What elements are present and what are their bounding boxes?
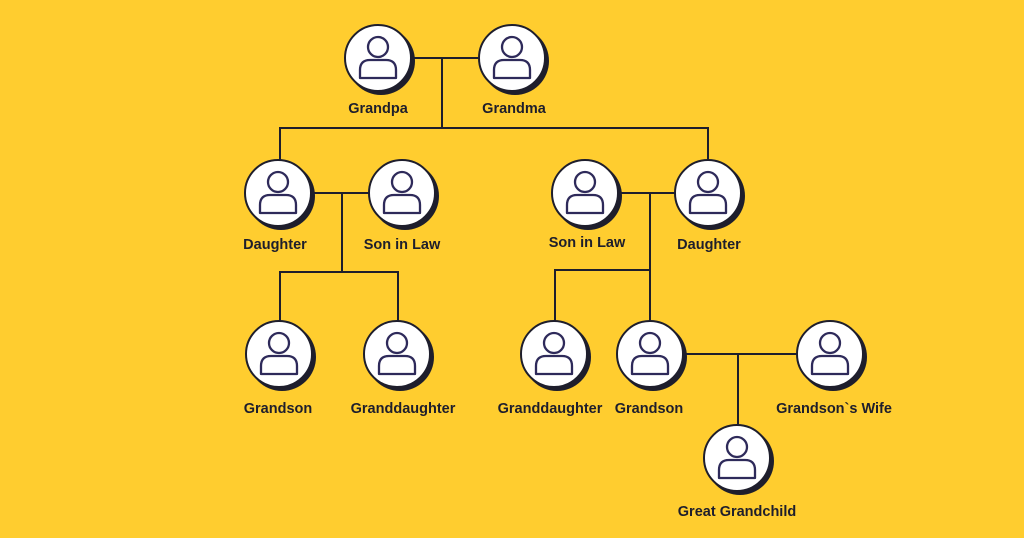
- person-node-grandpa: Grandpa: [344, 24, 415, 117]
- person-node-daughter-right: Daughter: [674, 159, 745, 253]
- person-label: Grandson: [615, 401, 683, 417]
- person-label: Granddaughter: [498, 401, 603, 417]
- person-node-daughter-left: Daughter: [243, 159, 315, 253]
- person-node-granddaughter-right: Granddaughter: [498, 320, 603, 417]
- person-node-son-in-law-right: Son in Law: [549, 159, 626, 251]
- connector-lines: [279, 57, 799, 427]
- person-label: Daughter: [677, 237, 741, 253]
- person-label: Granddaughter: [351, 401, 456, 417]
- person-node-grandson-right: Grandson: [615, 320, 687, 417]
- person-label: Son in Law: [364, 237, 441, 253]
- person-label: Grandpa: [348, 101, 409, 117]
- person-label: Grandma: [482, 101, 547, 117]
- person-node-grandma: Grandma: [478, 24, 549, 117]
- person-label: Daughter: [243, 237, 307, 253]
- person-node-grandsons-wife: Grandson`s Wife: [776, 320, 892, 417]
- person-label: Grandson: [244, 401, 312, 417]
- person-label: Son in Law: [549, 235, 626, 251]
- person-node-son-in-law-left: Son in Law: [364, 159, 441, 253]
- person-label: Grandson`s Wife: [776, 401, 892, 417]
- person-node-granddaughter-left: Granddaughter: [351, 320, 456, 417]
- person-node-great-grandchild: Great Grandchild: [678, 424, 796, 520]
- person-node-grandson-left: Grandson: [244, 320, 316, 417]
- person-label: Great Grandchild: [678, 504, 796, 520]
